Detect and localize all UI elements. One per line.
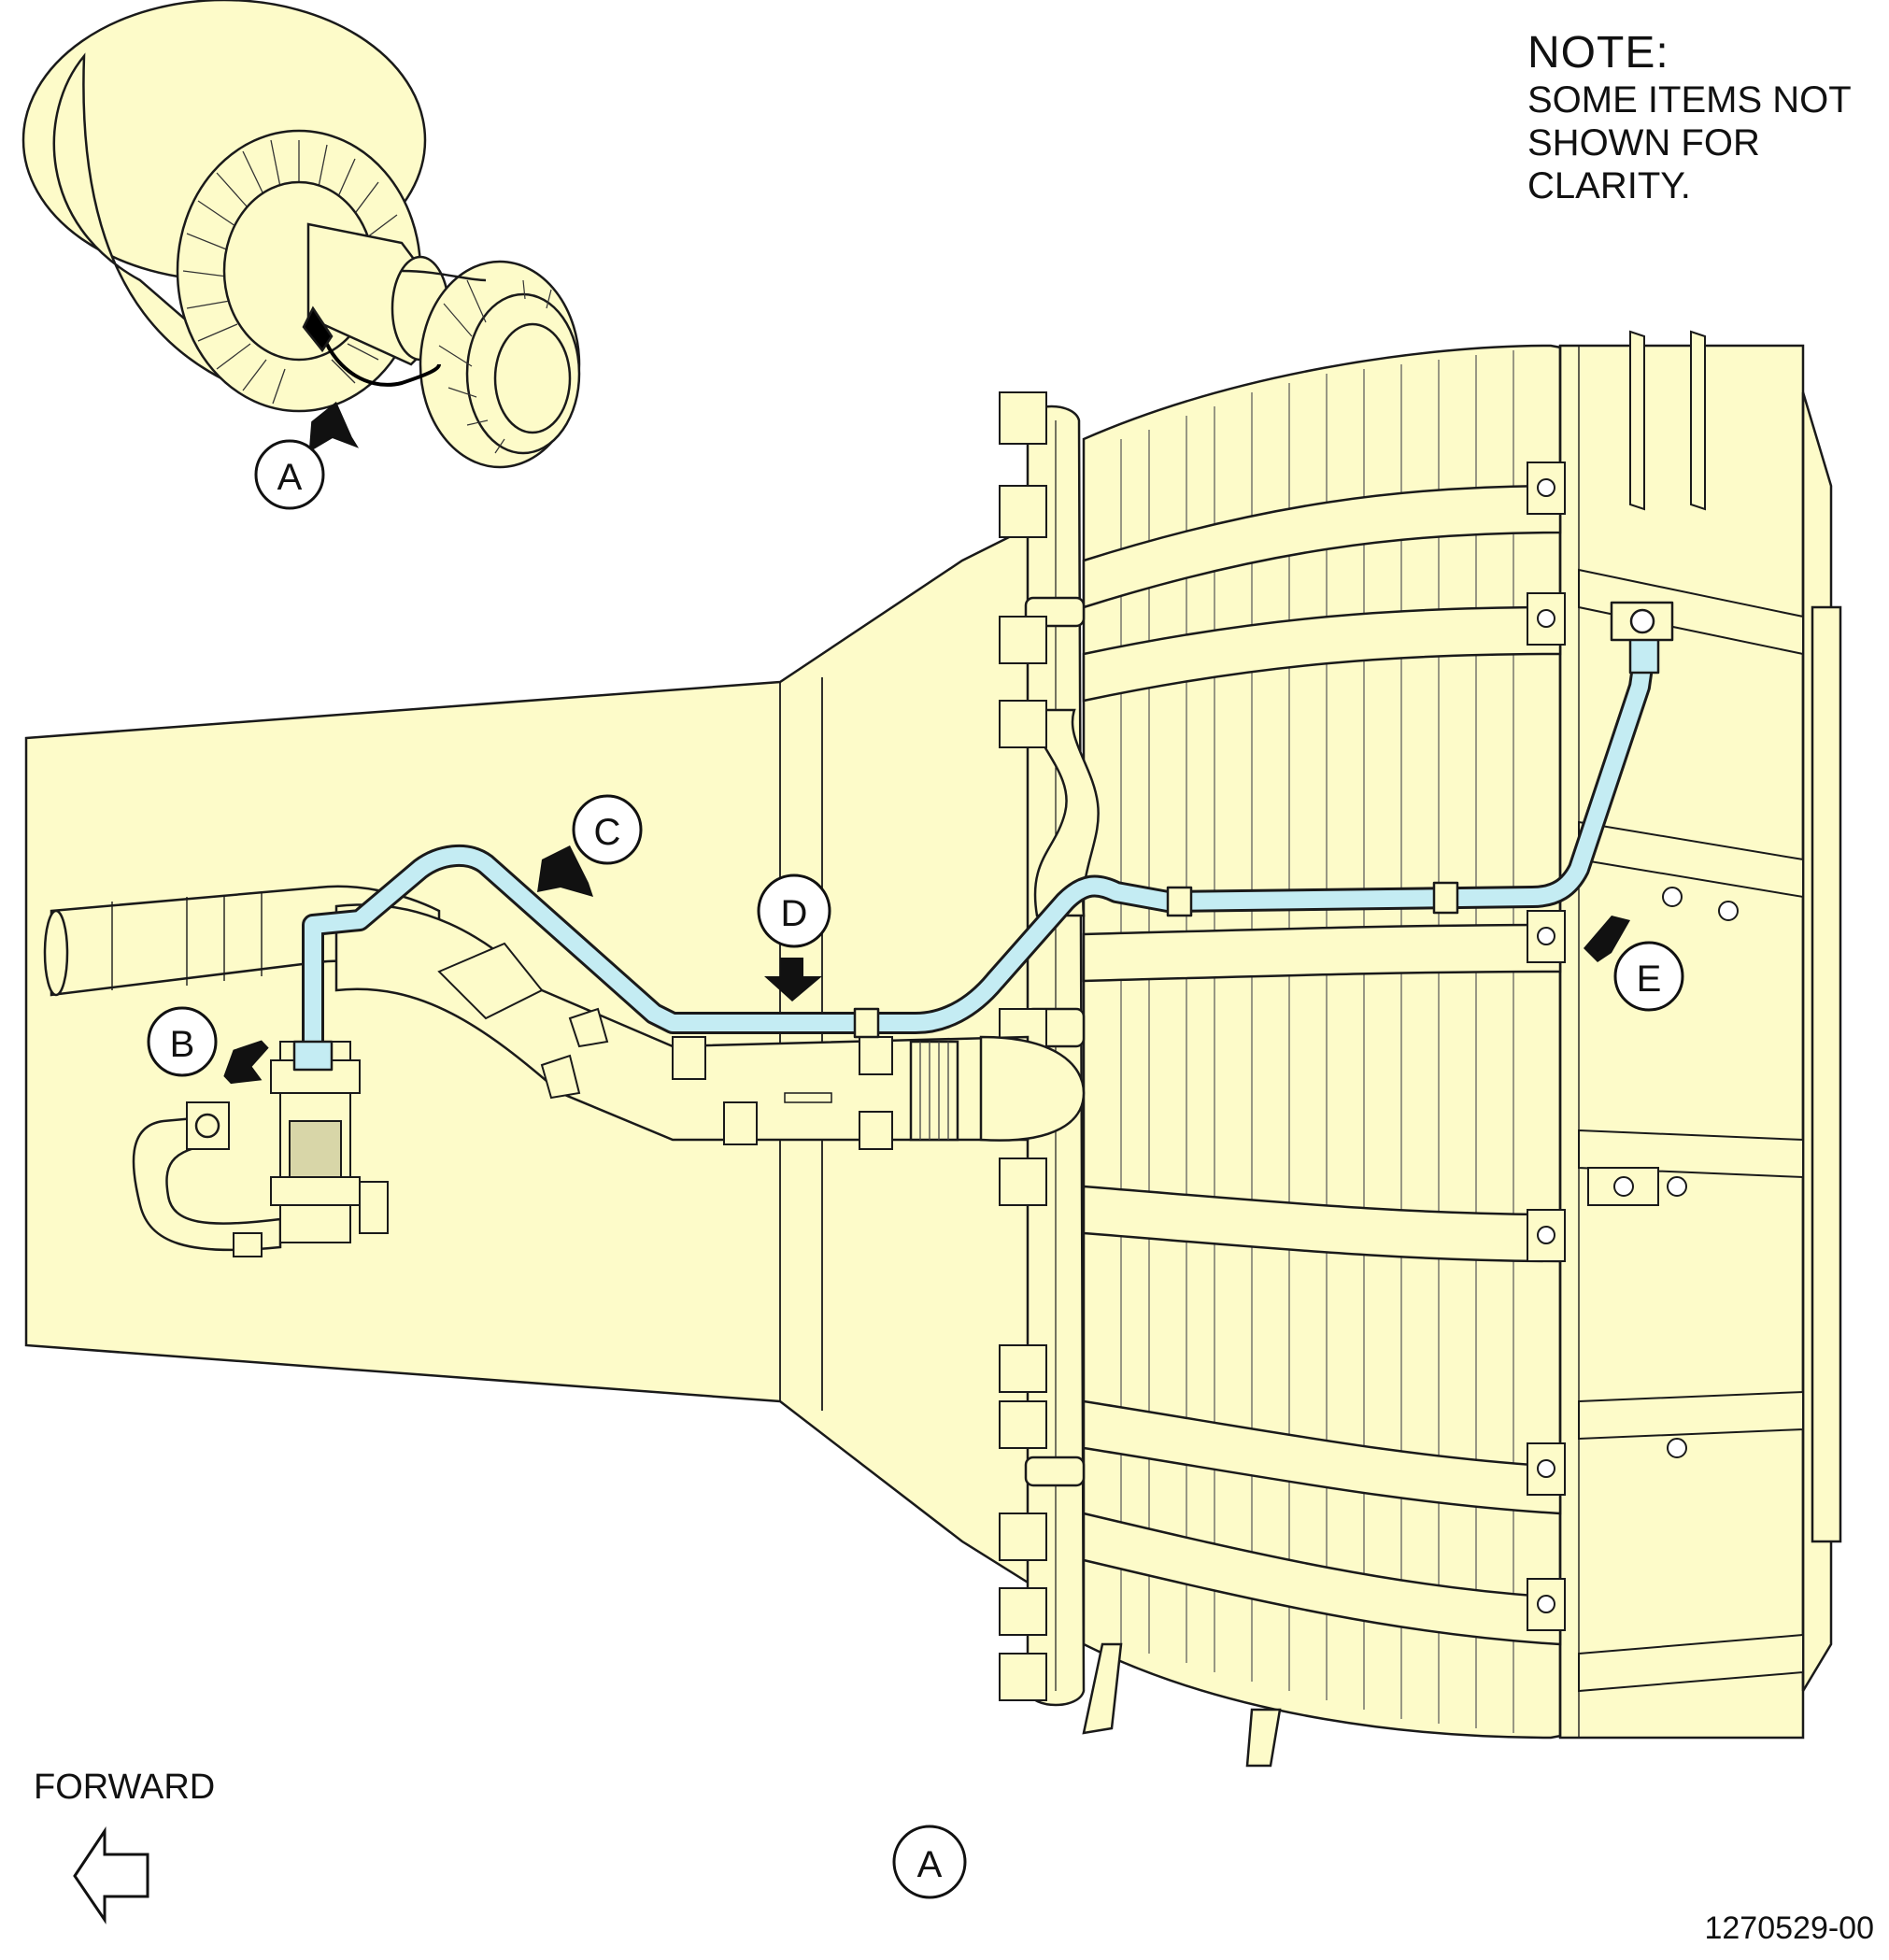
svg-text:C: C	[594, 812, 621, 853]
view-a-label: A	[892, 1825, 967, 1899]
direction-arrow-icon	[1584, 916, 1630, 962]
forward-arrow-icon	[73, 1826, 149, 1924]
svg-text:A: A	[277, 457, 303, 498]
callout-c: C	[572, 794, 643, 865]
callout-b: B	[147, 1006, 218, 1077]
highlighted-tube	[292, 601, 1674, 1072]
svg-text:B: B	[170, 1024, 195, 1065]
figure-number: 1270529-00	[1704, 1910, 1874, 1946]
svg-text:D: D	[781, 893, 808, 934]
svg-text:E: E	[1637, 959, 1662, 1000]
valve-assembly	[132, 1041, 389, 1257]
note-line-2: SHOWN FOR CLARITY.	[1527, 122, 1760, 206]
note-block: NOTE: SOME ITEMS NOT SHOWN FOR CLARITY.	[1527, 28, 1889, 207]
callout-a-locator: A	[254, 439, 325, 510]
direction-arrow-icon	[223, 1040, 269, 1085]
engine-locator-view	[21, 0, 581, 469]
direction-arrow-icon	[537, 845, 593, 897]
note-line-1: SOME ITEMS NOT	[1527, 79, 1852, 121]
svg-text:A: A	[917, 1844, 943, 1885]
forward-label: FORWARD	[34, 1768, 216, 1807]
transition-duct	[334, 903, 1086, 1150]
rear-engine-case	[1082, 330, 1842, 1740]
direction-arrow-icon	[764, 958, 822, 1001]
callout-d: D	[757, 873, 831, 948]
callout-e: E	[1613, 941, 1684, 1012]
note-title: NOTE:	[1527, 28, 1669, 78]
